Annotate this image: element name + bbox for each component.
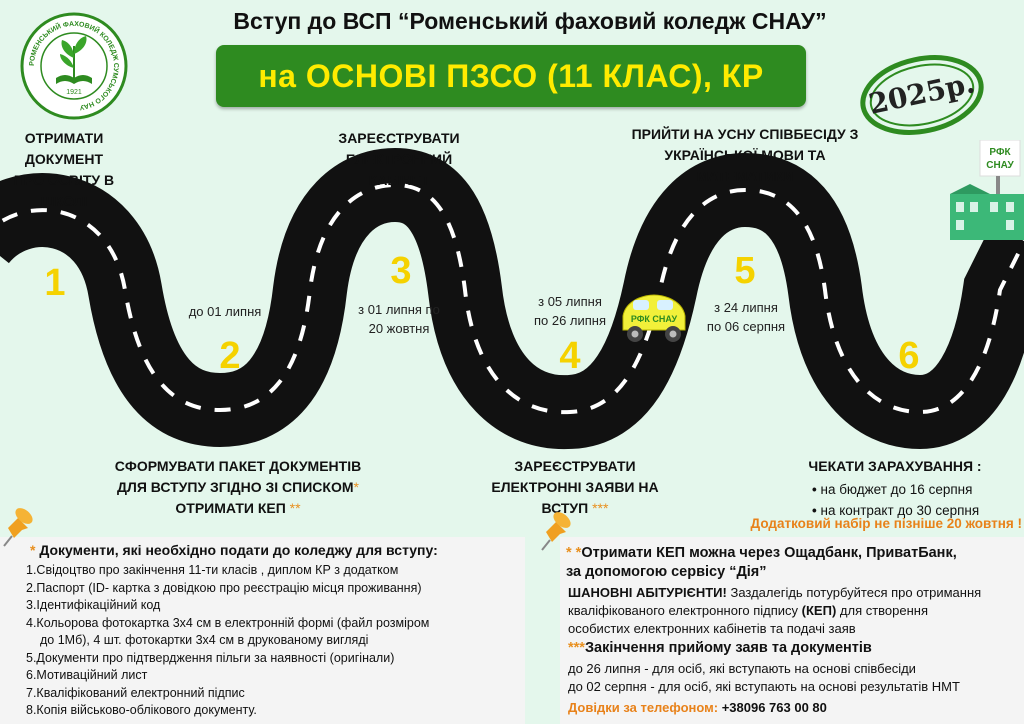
document-item: 8.Копія військово-облікового документу. [26,703,257,717]
step-1-number: 1 [44,262,66,304]
kep-line2-b: (КЕП) [801,603,837,618]
document-item: 7.Кваліфікований електронний підпис [26,685,245,700]
step-4-title: ЗАРЕЄСТРУВАТИ ЕЛЕКТРОННІ ЗАЯВИ НА ВСТУП … [484,456,666,519]
documents-title-text: Документи, які необхідно подати до колед… [39,542,438,558]
kep-line2-a: кваліфікованого електронного підпису [568,603,802,618]
document-item: 4.Кольорова фотокартка 3х4 см в електрон… [26,615,430,630]
step-6-block: ЧЕКАТИ ЗАРАХУВАННЯ : на бюджет до 16 сер… [790,456,1020,521]
step-4-title-star: *** [592,500,609,516]
documents-panel [0,537,525,724]
phone-number[interactable]: +38096 763 00 80 [718,700,827,715]
admission-basis-banner: на ОСНОВІ ПЗСО (11 КЛАС), КР [216,45,806,107]
step-2-title: СФОРМУВАТИ ПАКЕТ ДОКУМЕНТІВ ДЛЯ ВСТУПУ З… [100,456,376,519]
step-5-date: з 24 липня по 06 серпня [694,298,798,336]
kep-title-line1: Отримати КЕП можна через Ощадбанк, Прива… [581,545,957,561]
step-4-date: з 05 липня по 26 липня [520,292,620,330]
car-label: РФК СНАУ [630,314,678,324]
logo-year: 1921 [66,89,82,96]
building-sign-line1: РФК [989,147,1011,158]
car-body [622,294,686,342]
step-6-note: Додатковий набір не пізніше 20 жовтня ! [750,516,1022,531]
step-6-bullets: на бюджет до 16 серпня на контракт до 30… [812,479,1020,521]
step-2-date: до 01 липня [188,304,262,319]
step-2-title2-star: ** [289,500,301,516]
document-item: 3.Ідентифікаційний код [26,598,161,612]
kep-title-line2: за допомогою сервісу “Дія” [566,564,767,580]
kep-title: * *Отримати КЕП можна через Ощадбанк, Пр… [566,544,1022,582]
step-6-number: 6 [898,335,920,377]
documents-list: 1.Свідоцтво про закінчення 11-ти класів … [26,562,521,720]
phone-label: Довідки за телефоном: [568,700,719,715]
college-logo: РОМЕНСЬКИЙ ФАХОВИЙ КОЛЕДЖ СУМСЬКОГО НАУ … [20,12,128,120]
info-panel [560,537,1024,724]
document-item: 5.Документи про підтвердження пільги за … [26,650,395,665]
step-2-number: 2 [219,335,241,377]
deadline-star: *** [568,640,585,656]
step-2-title-star: * [353,479,359,495]
pushpin-icon [3,508,33,547]
step-2-title-text: СФОРМУВАТИ ПАКЕТ ДОКУМЕНТІВ ДЛЯ ВСТУПУ З… [114,458,362,495]
step-4-number: 4 [559,335,581,377]
kep-line3: особистих електронних кабінетів та подач… [568,621,856,636]
step-4-date-line2: по 26 липня [533,313,607,328]
kep-line2-c: для створення [836,603,929,618]
kep-star: * * [566,545,582,561]
step-6-title: ЧЕКАТИ ЗАРАХУВАННЯ : [808,458,982,474]
documents-title-star: * [30,542,36,558]
step-5-date-line2: по 06 серпня [706,319,786,334]
step-2-title2: ОТРИМАТИ КЕП [175,500,286,516]
kep-intro-bold: ШАНОВНІ АБІТУРІЄНТИ! [568,585,727,600]
step-5-number: 5 [734,250,756,292]
building-sign-line2: СНАУ [986,160,1014,171]
document-item: 2.Паспорт (ID- картка з довідкою про реє… [26,580,422,595]
page-title: Вступ до ВСП “Роменський фаховий коледж … [233,8,827,34]
step-3-title: ЗАРЕЄСТРУВАТИ ЕЛЕКТРОННИЙ КАБІНЕТ [338,130,460,188]
deadline-title: ***Закінчення прийому заяв та документів [568,640,1022,656]
step-4-date-line1: з 05 липня [538,294,602,309]
step-3-date-line2: 20 жовтня [368,321,430,336]
deadline-title-text: Закінчення прийому заяв та документів [584,640,872,656]
stamp-frame [860,55,984,135]
step-3-number: 3 [390,250,412,292]
document-item: 1.Свідоцтво про закінчення 11-ти класів … [26,563,399,577]
step-5-title: ПРИЙТИ НА УСНУ СПІВБЕСІДУ З УКРАЇНСЬКОЇ … [631,126,859,184]
step-6-bullet-budget: на бюджет до 16 серпня [812,479,1020,500]
deadline-body: до 26 липня - для осіб, які вступають на… [568,660,1022,696]
car-icon: РФК СНАУ [615,290,693,348]
phone-line: Довідки за телефоном: +38096 763 00 80 [568,700,1022,715]
step-6-bullet-contract: на контракт до 30 серпня [812,500,1020,521]
year-stamp: 2025р. [851,43,993,148]
step-4-title-text: ЗАРЕЄСТРУВАТИ ЕЛЕКТРОННІ ЗАЯВИ НА ВСТУП [491,458,659,516]
deadline-line1: до 26 липня - для осіб, які вступають на… [568,661,916,676]
step-3-date: з 01 липня по 20 жовтня [342,300,456,338]
step-1-title: ОТРИМАТИ ДОКУМЕНТ ПРО ОСВІТУ В ШКОЛІ [13,130,115,209]
kep-body: ШАНОВНІ АБІТУРІЄНТИ! Заздалегідь потурбу… [568,584,1022,638]
document-item: 6.Мотиваційний лист [26,668,148,682]
step-3-date-line1: з 01 липня по [358,302,440,317]
document-item: до 1Мб), 4 шт. фотокартки 3х4 см в друко… [40,633,369,647]
kep-intro-rest: Заздалегідь потурбуйтеся про отримання [726,585,982,600]
deadline-line2: до 02 серпня - для осіб, які вступають н… [568,679,960,694]
pushpin-icon [541,512,571,551]
road-surface [0,147,1024,450]
step-5-date-line1: з 24 липня [714,300,778,315]
college-building-icon: РФК СНАУ [950,140,1024,240]
documents-title: * Документи, які необхідно подати до кол… [30,542,520,558]
road-dashes [0,182,1024,415]
